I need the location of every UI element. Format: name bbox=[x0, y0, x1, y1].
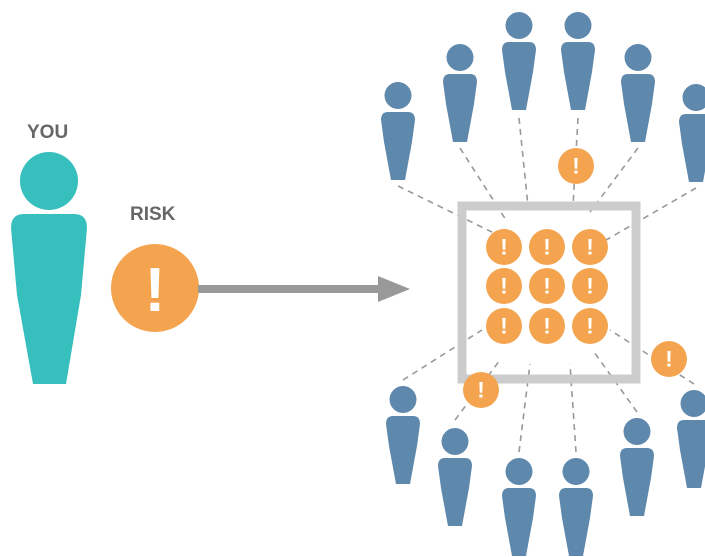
member-person-icon-7 bbox=[386, 386, 420, 484]
pooled-risk-icon-3: ! bbox=[572, 229, 608, 265]
svg-text:!: ! bbox=[500, 274, 508, 299]
member-person-icon-6 bbox=[679, 84, 705, 182]
risk-pool-box bbox=[457, 201, 641, 384]
you-label: YOU bbox=[27, 122, 68, 143]
pooled-risk-icon-9: ! bbox=[572, 308, 608, 344]
member-person-icon-9 bbox=[502, 458, 536, 556]
connector-line-9 bbox=[518, 363, 531, 453]
member-person-icon-3 bbox=[502, 12, 536, 110]
arrow-right-icon bbox=[198, 276, 410, 302]
connector-line-5 bbox=[589, 147, 639, 213]
connector-line-1 bbox=[397, 185, 501, 237]
member-person-icon-10 bbox=[559, 458, 593, 556]
svg-text:!: ! bbox=[586, 274, 594, 299]
connector-line-7 bbox=[402, 329, 483, 381]
connector-line-6 bbox=[605, 187, 697, 241]
connector-line-3 bbox=[518, 117, 529, 207]
pooled-risk-icon-8: ! bbox=[529, 308, 565, 344]
you-person-icon bbox=[11, 152, 87, 384]
pooled-risk-icon-6: ! bbox=[572, 268, 608, 304]
member-person-icon-11 bbox=[620, 418, 654, 516]
pooled-risks: !!!!!!!!!!!! bbox=[463, 148, 687, 408]
risk-symbol: ! bbox=[145, 256, 166, 325]
pooled-risk-icon-1: ! bbox=[486, 229, 522, 265]
svg-text:!: ! bbox=[543, 235, 551, 260]
pooled-risk-icon-5: ! bbox=[529, 268, 565, 304]
pooled-risk-icon-4: ! bbox=[486, 268, 522, 304]
connector-line-10 bbox=[569, 363, 577, 453]
outside-risk-icon-3: ! bbox=[463, 372, 499, 408]
pooled-risk-icon-7: ! bbox=[486, 308, 522, 344]
member-person-icon-12 bbox=[677, 390, 705, 488]
svg-text:!: ! bbox=[665, 347, 673, 372]
group-members bbox=[381, 12, 705, 556]
member-person-icon-4 bbox=[561, 12, 595, 110]
svg-text:!: ! bbox=[572, 154, 580, 179]
member-person-icon-8 bbox=[438, 428, 472, 526]
svg-text:!: ! bbox=[586, 235, 594, 260]
member-person-icon-5 bbox=[621, 44, 655, 142]
outside-risk-icon-1: ! bbox=[558, 148, 594, 184]
svg-text:!: ! bbox=[500, 314, 508, 339]
svg-text:!: ! bbox=[586, 314, 594, 339]
risk-exclamation-icon: ! bbox=[111, 244, 199, 332]
svg-text:!: ! bbox=[500, 235, 508, 260]
outside-risk-icon-2: ! bbox=[651, 341, 687, 377]
risk-label: RISK bbox=[130, 204, 176, 225]
svg-text:!: ! bbox=[543, 314, 551, 339]
pooled-risk-icon-2: ! bbox=[529, 229, 565, 265]
svg-text:!: ! bbox=[543, 274, 551, 299]
svg-text:!: ! bbox=[477, 378, 485, 403]
member-person-icon-1 bbox=[381, 82, 415, 180]
member-person-icon-2 bbox=[443, 44, 477, 142]
